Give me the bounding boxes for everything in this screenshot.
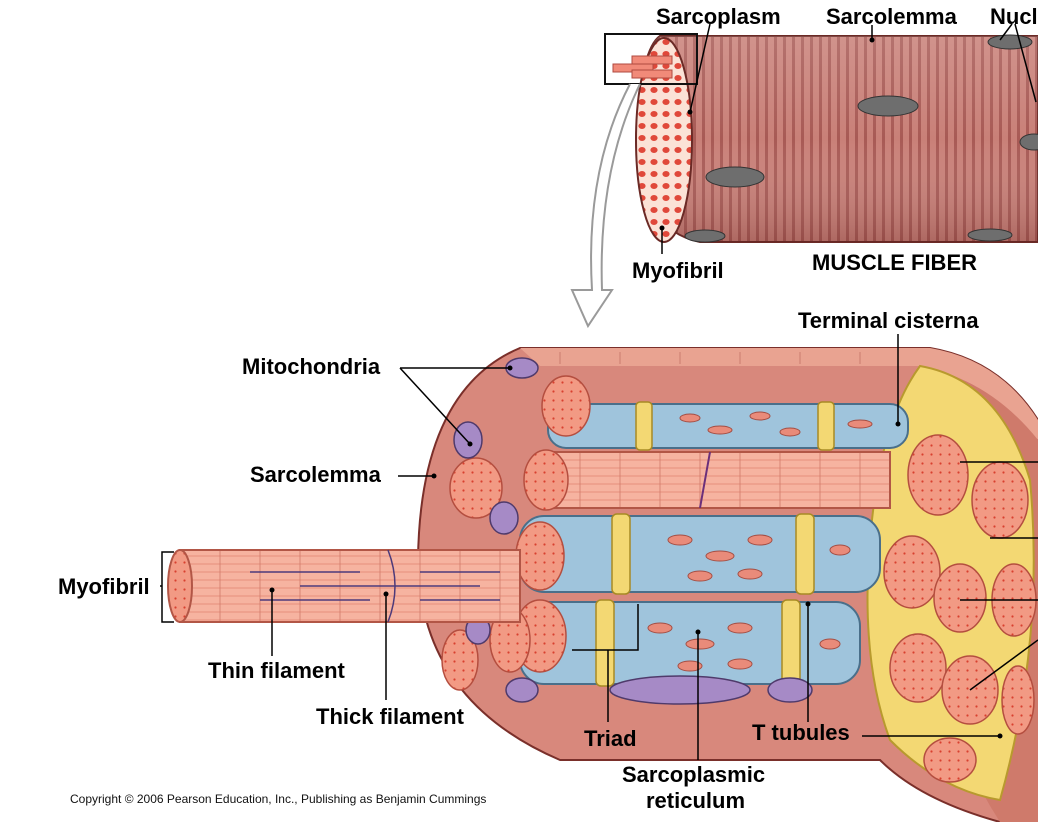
nucleus (1019, 133, 1038, 151)
label-sarcolemma-bottom: Sarcolemma (250, 462, 381, 487)
nucleus (705, 166, 765, 188)
label-triad: Triad (584, 726, 637, 751)
nucleus (684, 229, 726, 243)
label-sarcoplasmic-reticulum-2: reticulum (646, 788, 746, 813)
myofibril-protruding (161, 549, 521, 623)
label-nucleus-partial: Nucl (990, 4, 1038, 29)
mitochondria (453, 357, 813, 705)
nucleus (987, 34, 1033, 50)
nucleus (967, 228, 1013, 242)
label-thin-filament: Thin filament (208, 658, 345, 683)
sarcoplasmic-reticulum (519, 401, 909, 687)
label-muscle-fiber: MUSCLE FIBER (812, 250, 977, 275)
zoom-box (604, 33, 698, 85)
myofibril-detail (160, 334, 1038, 822)
copyright-notice: Copyright © 2006 Pearson Education, Inc.… (70, 792, 487, 806)
label-sarcoplasmic-reticulum-1: Sarcoplasmic (622, 762, 766, 787)
label-mitochondria: Mitochondria (242, 354, 381, 379)
label-t-tubules: T tubules (752, 720, 850, 745)
fiber-cross-section (635, 37, 693, 243)
muscle-fiber-top (604, 23, 1038, 254)
label-myofibril-top: Myofibril (632, 258, 724, 283)
label-sarcolemma-top: Sarcolemma (826, 4, 957, 29)
label-terminal-cisterna: Terminal cisterna (798, 308, 979, 333)
leader-lines (160, 334, 1038, 760)
myofibril-exposed (539, 451, 891, 509)
label-myofibril-left: Myofibril (58, 574, 150, 599)
label-sarcoplasm: Sarcoplasm (656, 4, 781, 29)
nucleus (857, 95, 919, 117)
zoom-arrow (570, 83, 641, 329)
t-tubule (595, 401, 835, 687)
label-thick-filament: Thick filament (316, 704, 464, 729)
myofibril-ends (441, 375, 591, 691)
